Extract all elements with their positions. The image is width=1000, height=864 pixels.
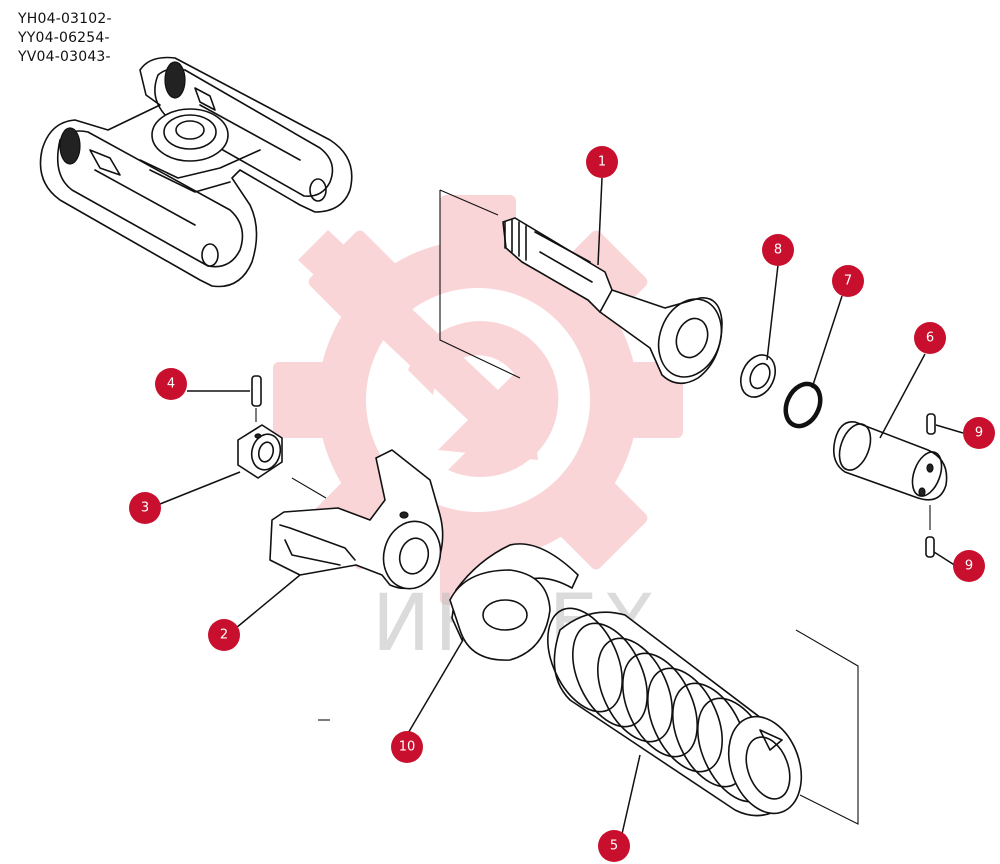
callout-5[interactable]: 5 — [598, 830, 630, 862]
callout-circle — [586, 146, 618, 178]
snap-ring-part — [783, 381, 823, 429]
callout-label: 2 — [220, 628, 228, 643]
callout-9-top[interactable]: 9 — [963, 417, 995, 449]
callout-6[interactable]: 6 — [914, 322, 946, 354]
serial-number: YY04-06254- — [18, 30, 110, 46]
callout-label: 9 — [965, 559, 973, 574]
callout-circle — [208, 619, 240, 651]
callout-9-bottom[interactable]: 9 — [953, 550, 985, 582]
washer-part — [739, 354, 777, 398]
serial-number: YH04-03102- — [18, 11, 112, 27]
callout-circle — [129, 492, 161, 524]
callout-label: 7 — [844, 274, 852, 289]
callout-circle — [762, 234, 794, 266]
callout-label: 3 — [141, 501, 149, 516]
nut-part — [237, 424, 283, 479]
gear-inner-arc — [408, 321, 559, 478]
callout-label: 8 — [774, 243, 782, 258]
callout-7[interactable]: 7 — [832, 265, 864, 297]
callout-circle — [953, 550, 985, 582]
callout-circle — [914, 322, 946, 354]
callout-3[interactable]: 3 — [129, 492, 161, 524]
callout-label: 10 — [399, 740, 416, 755]
callout-circle — [598, 830, 630, 862]
callout-2[interactable]: 2 — [208, 619, 240, 651]
serial-numbers: YH04-03102- YY04-06254- YV04-03043- — [18, 10, 112, 67]
callout-4[interactable]: 4 — [155, 368, 187, 400]
lock-pin-part — [251, 375, 262, 422]
pin-part — [832, 421, 948, 501]
callout-10[interactable]: 10 — [391, 731, 423, 763]
callout-label: 4 — [167, 377, 175, 392]
coil-spring-part — [547, 607, 803, 817]
reference-lines — [291, 189, 859, 825]
gear-arrow — [298, 230, 538, 460]
callout-circle — [963, 417, 995, 449]
spring-pin-top — [926, 413, 936, 435]
callout-circle — [155, 368, 187, 400]
callout-label: 1 — [598, 155, 606, 170]
callout-circle — [391, 731, 423, 763]
track-frame-illustration — [39, 56, 353, 288]
serial-number: YV04-03043- — [18, 49, 111, 65]
seat-part — [449, 543, 579, 661]
callout-1[interactable]: 1 — [586, 146, 618, 178]
callout-label: 5 — [610, 839, 618, 854]
yoke-part — [269, 449, 444, 590]
callout-circle — [832, 265, 864, 297]
callout-label: 6 — [926, 331, 934, 346]
gear-hole — [366, 288, 590, 512]
callout-leaders — [159, 177, 964, 835]
spring-pin-bottom — [925, 536, 935, 558]
callout-8[interactable]: 8 — [762, 234, 794, 266]
callout-label: 9 — [975, 426, 983, 441]
shaft-part — [502, 217, 723, 385]
